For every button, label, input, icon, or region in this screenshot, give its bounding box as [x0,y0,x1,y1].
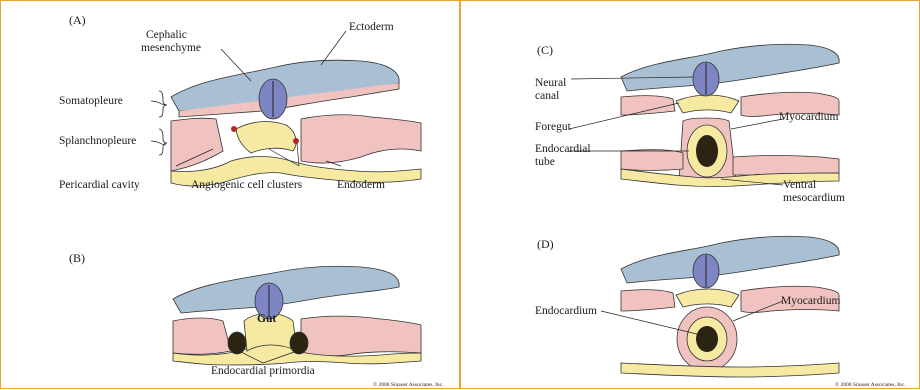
label-ventral: Ventral [783,179,816,192]
panel-tag-b: (B) [69,251,85,266]
lower-sheet-c [621,150,683,171]
label-myocardium-c: Myocardium [779,111,838,124]
copyright-right: © 2000 Sinauer Associates, Inc. [835,382,905,388]
foregut-d [676,289,739,307]
label-ectoderm: Ectoderm [349,21,394,34]
panel-tag-c: (C) [537,43,553,58]
label-myocardium-d: Myocardium [781,295,840,308]
label-endocardial: Endocardial [535,143,591,156]
heart-lumen-c [696,135,718,167]
endoderm-fold-a [236,122,296,153]
label-splanchnopleure: Splanchnopleure [59,135,136,148]
copyright-left: © 2000 Sinauer Associates, Inc. [373,382,443,388]
endocardial-primordium-left [228,332,246,354]
angiogenic-cluster-a1 [231,126,237,132]
panel-left: (A) Cephalic mesenchyme Ectoderm Somatop… [0,0,460,389]
angiogenic-cluster-a2 [293,138,299,144]
label-somatopleure: Somatopleure [59,95,123,108]
ectoderm-sheet-c [621,44,839,91]
mesoderm-left-c [621,96,675,115]
label-mesenchyme: mesenchyme [141,42,201,55]
label-mesocardium: mesocardium [783,192,845,205]
embryo-illustration-left [1,1,461,390]
mesoderm-right-b [301,316,421,356]
lower-sheet-d [621,363,839,377]
lower-sheet-right-c [733,156,839,176]
label-cephalic: Cephalic [146,29,187,42]
ectoderm-sheet-b [173,266,399,313]
label-tube: tube [535,156,555,169]
embryo-illustration-right [461,1,920,390]
mesoderm-left-b [173,318,231,354]
mesoderm-right-a [301,115,421,163]
label-neural: Neural [535,77,566,90]
label-gut: Gut [257,313,276,326]
section-b-drawing [173,266,421,365]
ectoderm-sheet-d [621,236,839,283]
label-endocardium: Endocardium [535,305,597,318]
panel-right: (C) Neural canal Foregut Myocardium Endo… [460,0,920,389]
splanchnopleure-sheet-a [171,118,223,171]
panel-tag-a: (A) [69,13,86,28]
heart-lumen-d [696,326,718,352]
label-endoderm: Endoderm [337,179,385,192]
label-angiogenic-clusters: Angiogenic cell clusters [191,179,302,192]
label-endocardial-primordia: Endocardial primordia [211,365,315,378]
endocardial-primordium-right [290,332,308,354]
label-canal: canal [535,90,559,103]
panel-tag-d: (D) [537,237,554,252]
foregut-c [676,95,739,113]
label-pericardial-cavity: Pericardial cavity [59,179,140,192]
mesoderm-left-d [621,290,675,311]
label-foregut: Foregut [535,121,571,134]
